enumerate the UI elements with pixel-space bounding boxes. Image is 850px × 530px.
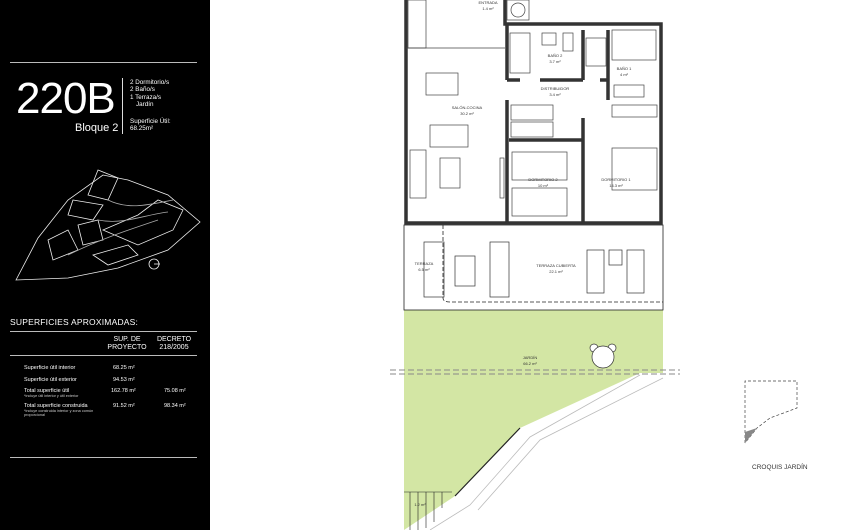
row-value: 162.78 m² [111,388,136,394]
header-line: DECRETO [156,336,192,343]
room-area: 14.3 m² [609,183,623,188]
unit-code: 220B [16,74,116,123]
divider [10,355,197,356]
divider [122,78,123,134]
room-area: 10 m² [538,183,549,188]
row-label: Total superficie construida*incluye cons… [24,403,94,417]
useful-area-value: 68.25m² [130,125,154,133]
info-panel: 220B Bloque 2 2 Dormitorio/s 2 Baño/s 1 … [0,0,210,530]
room-area: 1.4 m² [482,6,494,11]
room-name: BAÑO 1 [617,66,632,71]
header-line: SUP. DE [113,336,141,343]
row-value: 91.52 m² [113,403,135,409]
row-label: Superficie útil interior [24,365,76,371]
row-value: 94.53 m² [113,377,135,383]
room-area: 22.1 m² [549,269,563,274]
surfaces-title: SUPERFICIES APROXIMADAS: [10,317,139,327]
feature: 2 Baño/s [130,86,155,94]
useful-area-label: Superficie Útil: [130,118,171,125]
feature: 2 Dormitorio/s [130,79,170,86]
header-line: PROYECTO [107,344,147,351]
row-note: *incluye útil interior y útil exterior [24,394,79,398]
row-value: 68.25 m² [113,365,135,371]
feature: 1 Terraza/s [130,93,162,101]
feature: Jardín [136,100,154,108]
label-text: Total superficie útil [24,388,70,394]
room-area: 66.2 m² [523,361,537,366]
row-value: 98.34 m² [164,403,186,409]
tree-icon [589,343,617,369]
room-name: TERRAZA [415,261,434,266]
room-name: ENTRADA [478,0,497,5]
divider [10,62,197,63]
row-note: *incluye construida interior y zona comú… [24,409,94,417]
room-labels: ENTRADA 1.4 m² BAÑO 2 3.7 m² BAÑO 1 4 m²… [414,0,632,507]
label-text: Total superficie construida [24,403,88,409]
room-name: SALÓN-COCINA [452,105,483,110]
garden-sketch [744,380,798,444]
room-name: DISTRIBUIDOR [541,86,570,91]
divider [10,457,197,458]
room-name: BAÑO 2 [548,53,563,58]
row-label: Total superficie útil*incluye útil inter… [24,388,78,398]
column-header-decreto: DECRETO 218/2005 [152,336,196,352]
header-line: 218/2005 [159,344,189,351]
useful-area: Superficie Útil: 68.25m² [130,118,171,133]
garden-area [404,310,663,530]
room-area: 6.5 m² [418,267,430,272]
room-name: TERRAZA CUBIERTA [536,263,576,268]
room-name: DORMITORIO 2 [528,177,558,182]
room-area: 3.4 m² [549,92,561,97]
room-area: 4 m² [620,72,629,77]
site-map-image [15,169,201,281]
room-area: 30.2 m² [460,111,474,116]
room-name: JARDÍN [523,355,538,360]
divider [10,331,197,332]
croquis-label: CROQUIS JARDÍN [752,464,808,471]
row-label: Superficie útil exterior [24,377,77,383]
small-area-label: 1.2 m² [414,502,426,507]
room-area: 3.7 m² [549,59,561,64]
row-value: 75.08 m² [164,388,186,394]
column-header-proyecto: SUP. DE PROYECTO [105,336,149,352]
unit-features: 2 Dormitorio/s 2 Baño/s 1 Terraza/s Jard… [130,79,169,108]
block-label: Bloque 2 [75,122,119,134]
room-name: DORMITORIO 1 [601,177,631,182]
